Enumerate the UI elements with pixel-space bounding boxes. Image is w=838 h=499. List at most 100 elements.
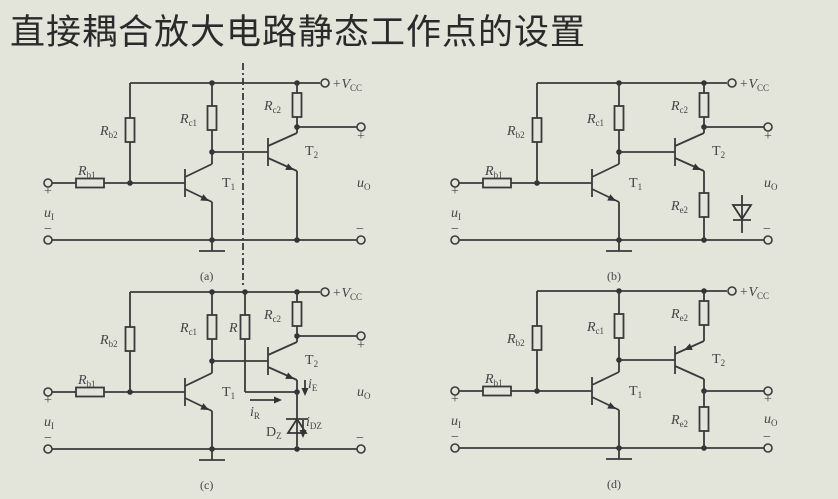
diode-icon [731,204,753,221]
label-dz: DZ [266,425,282,441]
output-minus-part: − [356,222,364,237]
resistor-re2-bottom [698,406,710,432]
caption-b-part: (b) [607,269,621,283]
label-t2-part: 2 [314,359,319,369]
label-re2-bottom: Re2 [670,413,688,429]
label-ui: uI [451,414,461,430]
label-rb1-part: b1 [87,379,96,389]
label-t2-part: 2 [721,150,726,160]
label-ui-part: I [458,420,461,430]
output-ground-terminal [356,235,366,245]
label-re2-top-part: e2 [680,313,689,323]
transistor-t2-upper-lead [267,132,298,147]
transistor-t1-upper-lead [184,163,213,178]
transistor-t1-upper-lead [591,371,620,386]
label-t1-part: 1 [638,182,643,192]
label-rb2: Rb2 [99,333,118,349]
input-minus: − [44,431,52,446]
label-ui-part: u [451,206,458,221]
resistor-rc1 [206,314,218,340]
label-t1-part: 1 [231,391,236,401]
label-rb1-part: R [77,164,87,179]
output-minus: − [356,431,364,446]
label-t1-part: T [222,385,231,400]
zener-diode-icon [286,417,308,434]
label-rc2-part: R [263,99,273,114]
output-plus: + [764,392,772,407]
vcc-label: +VCC [739,77,769,93]
label-idz-part: i [306,415,310,430]
output-plus-part: + [357,338,365,353]
label-rb1: Rb1 [484,372,503,388]
resistor-rc2 [698,92,710,118]
label-ie: iE [308,377,318,393]
label-rc1-part: c1 [596,118,605,128]
label-rb2-part: R [506,332,516,347]
input-ground-terminal [43,444,53,454]
resistor-rc2 [291,92,303,118]
input-plus-part: + [44,184,52,199]
label-uo: uO [764,412,778,428]
vcc-label-part: CC [757,83,769,93]
label-ie-part: E [312,383,318,393]
ie-arrow-icon [301,388,309,396]
resistor-rb1 [75,177,105,189]
label-rc1-part: c1 [596,326,605,336]
output-minus-part: − [356,431,364,446]
label-rb2: Rb2 [506,124,525,140]
output-minus: − [356,222,364,237]
label-re2-part: R [670,199,680,214]
label-ui-part: u [44,415,51,430]
input-minus: − [451,430,459,445]
label-t2-part: T [712,352,721,367]
caption-b: (b) [607,269,621,283]
transistor-t2-emitter-arrow-icon [285,372,294,379]
input-minus-part: − [44,222,52,237]
label-ui: uI [44,206,54,222]
label-ui-part: I [51,212,54,222]
label-rb2-part: R [506,124,516,139]
label-rb2-part: b2 [516,338,525,348]
input-plus: + [44,184,52,199]
resistor-rb1 [75,386,105,398]
label-rb2: Rb2 [99,124,118,140]
caption-d-part: (d) [607,477,621,491]
input-ground-terminal [450,235,460,245]
label-t2-part: 2 [314,150,319,160]
resistor-rb2 [124,117,136,143]
label-r-part: R [228,321,238,336]
label-rb1-part: b1 [87,170,96,180]
label-rc2-part: R [670,99,680,114]
label-ui: uI [44,415,54,431]
output-plus: + [357,129,365,144]
resistor-rb1 [482,177,512,189]
label-ui-part: I [51,421,54,431]
output-terminal [356,331,366,341]
transistor-t2-emitter-arrow-icon [692,163,701,170]
label-t2: T2 [305,144,318,160]
input-minus-part: − [451,430,459,445]
label-rc2-part: c2 [273,314,282,324]
output-minus: − [763,430,771,445]
label-rc2: Rc2 [670,99,688,115]
vcc-terminal [727,78,737,88]
label-t1-part: 1 [638,390,643,400]
label-re2-top: Re2 [670,307,688,323]
label-dz-part: Z [276,431,282,441]
resistor-rb2 [531,325,543,351]
label-uo-part: u [357,385,364,400]
label-t2: T2 [305,353,318,369]
slide-title: 直接耦合放大电路静态工作点的设置 [10,13,587,53]
vcc-label-part: +V [739,77,758,92]
label-uo-part: O [771,418,778,428]
circuit-panel-c: +VCCRb1Rb2+−uIRc1T1T2uO−(c)Rc2+RDZiRiEiD… [43,286,371,492]
label-rb1: Rb1 [77,164,96,180]
label-uo-part: O [771,182,778,192]
label-rb1-part: R [484,372,494,387]
label-rc1-part: c1 [189,327,198,337]
output-plus-part: + [764,129,772,144]
label-rc2-part: c2 [273,105,282,115]
input-plus: + [44,393,52,408]
